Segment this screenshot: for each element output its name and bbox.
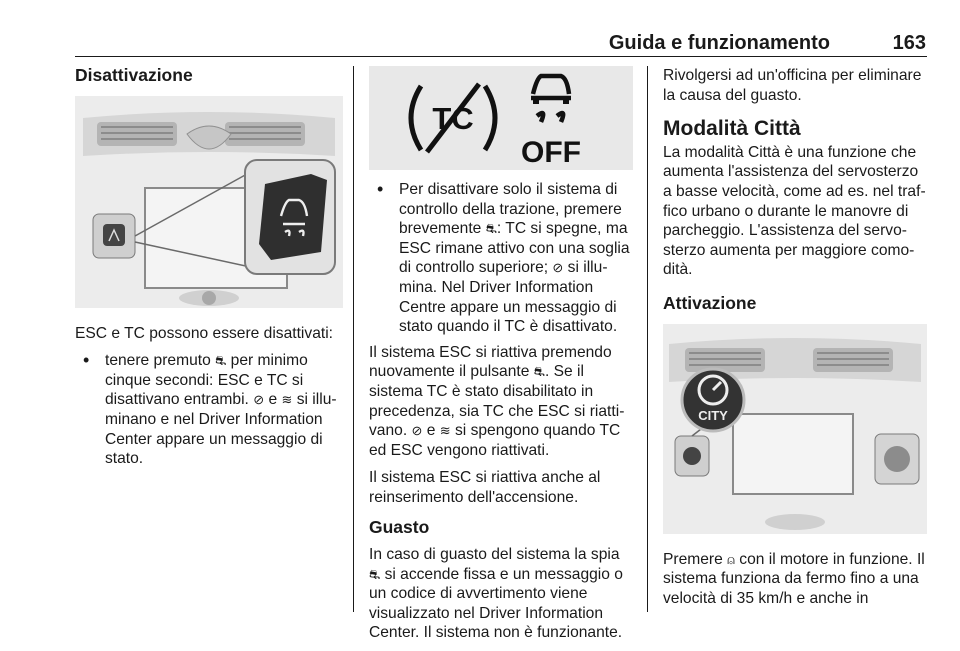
- header-rule: [75, 56, 927, 57]
- dashboard-city-button-figure: CITY: [663, 323, 927, 534]
- esc-off-icon: ⛐: [533, 364, 545, 380]
- section-heading-disattivazione: Disattivazione: [75, 65, 193, 85]
- esc-lamp-icon: ≋: [439, 423, 451, 439]
- esc-off-icon: ⛐: [485, 221, 497, 237]
- warning-lamps-figure: TC OFF: [369, 66, 633, 170]
- section-heading-attivazione: Attivazione: [663, 292, 757, 313]
- column-3: Rivolgersi ad un'officina per eliminare …: [663, 66, 927, 616]
- esc-off-icon: ⛐: [215, 353, 227, 369]
- intro-text: ESC e TC possono essere disattivati:: [75, 324, 333, 342]
- ignition-text: Il sistema ESC si riattiva anche al rein…: [369, 469, 601, 506]
- bullet-list-2: Per disattivare solo il sistema di contr…: [369, 180, 633, 337]
- page-number: 163: [892, 32, 926, 54]
- list-item: tenere premuto ⛐ per minimo cinque secon…: [75, 351, 343, 469]
- esc-off-icon: ⛐: [369, 566, 381, 582]
- activation-text: Premere ⍝ con il motore in funzione. Il …: [663, 550, 925, 607]
- dashboard-esc-button-figure: [75, 95, 343, 308]
- column-1: Disattivazione ESC e TC possono essere d…: [75, 65, 343, 475]
- list-item: Per disattivare solo il sistema di contr…: [369, 180, 633, 337]
- svg-text:TC: TC: [432, 101, 473, 136]
- city-mode-description: La modalità Città è una funzione che aum…: [663, 143, 926, 279]
- column-divider-1: [353, 66, 354, 612]
- tc-warning-icon: [408, 82, 498, 154]
- svg-text:OFF: OFF: [521, 136, 581, 169]
- esc-lamp-icon: ≋: [281, 392, 293, 408]
- tc-warning-icon: ⊘: [552, 260, 564, 276]
- city-mode-icon: ⍝: [727, 551, 735, 567]
- section-heading-modalita-citta: Modalità Città: [663, 117, 801, 141]
- workshop-text: Rivolgersi ad un'officina per eliminare …: [663, 67, 922, 104]
- svg-text:CITY: CITY: [698, 408, 728, 423]
- bullet-list: tenere premuto ⛐ per minimo cinque secon…: [75, 351, 343, 469]
- section-heading-guasto: Guasto: [369, 516, 430, 537]
- reactivation-text: Il sistema ESC si riattiva premendo nuov…: [369, 343, 625, 459]
- tc-warning-icon: ⊘: [253, 392, 265, 408]
- column-2: TC OFF Per disattivare solo il sistema d…: [369, 66, 633, 651]
- fault-text: In caso di guasto del sistema la spia ⛐ …: [369, 546, 623, 642]
- column-divider-2: [647, 66, 648, 612]
- tc-warning-icon: ⊘: [411, 423, 423, 439]
- header-title: Guida e funzionamento: [608, 32, 830, 54]
